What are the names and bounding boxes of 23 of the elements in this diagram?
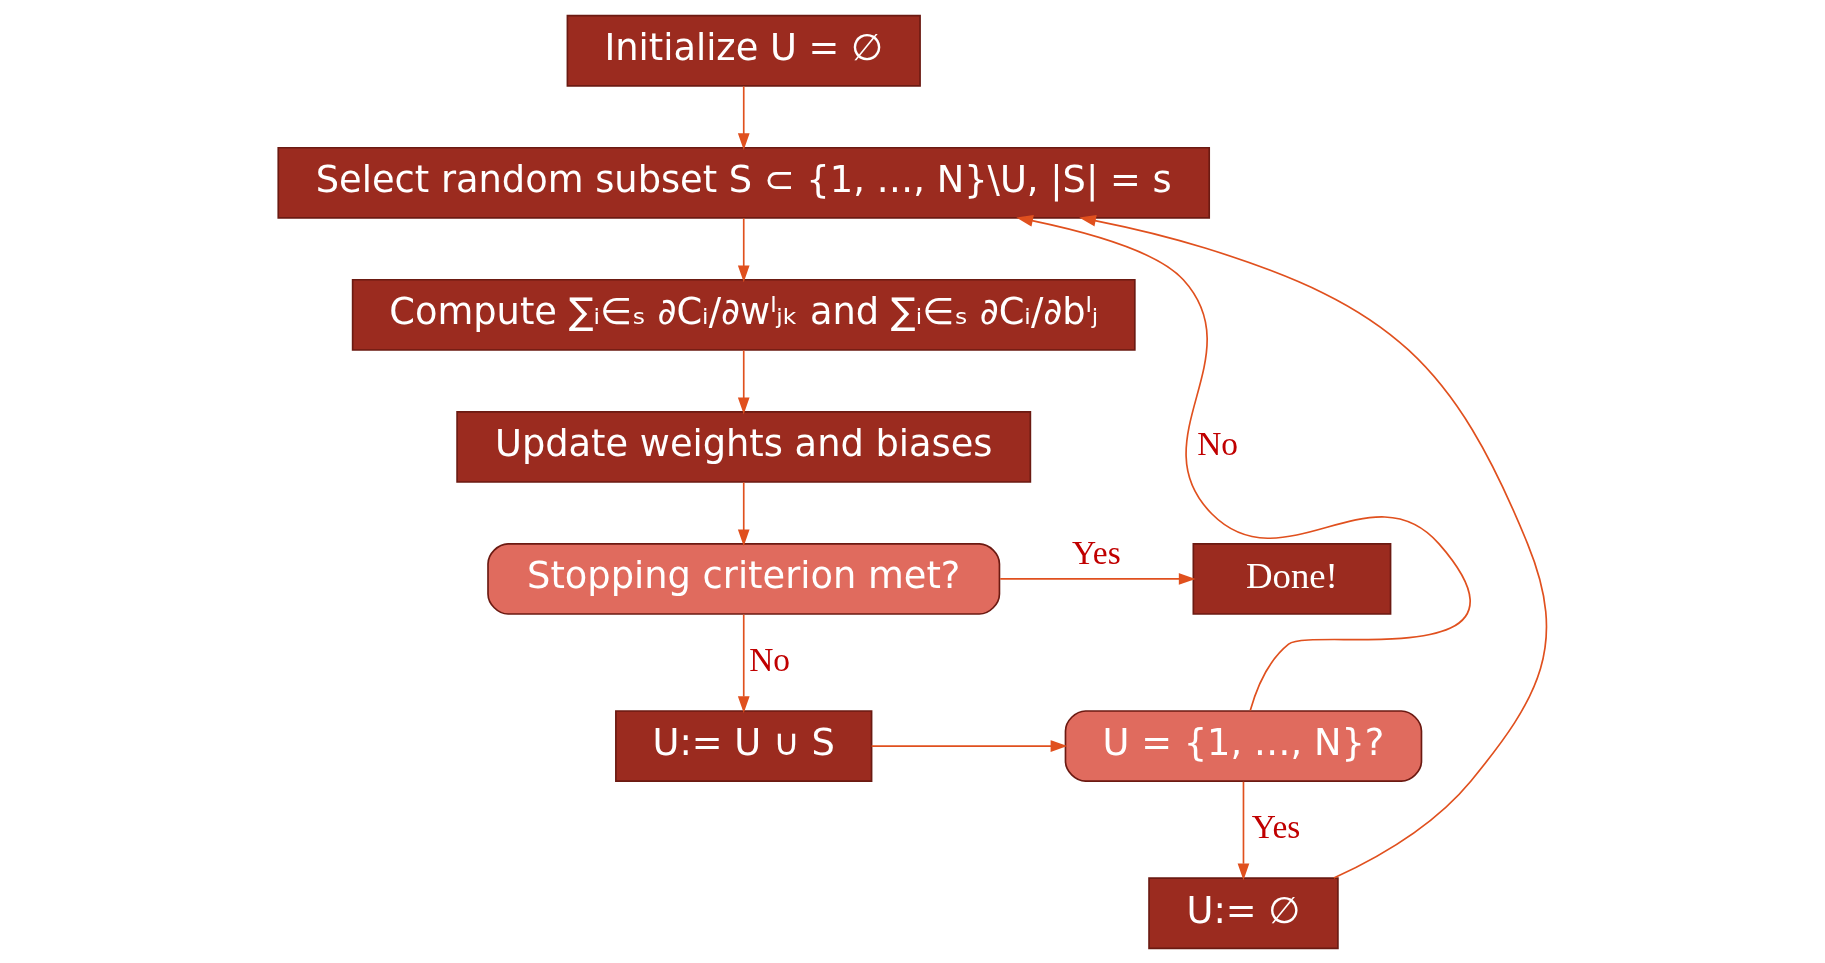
arrow <box>999 572 1196 585</box>
arrow <box>737 613 750 713</box>
node-box: Stopping criterion met? <box>487 542 1001 615</box>
node-box: Compute ∑ᵢ∈ₛ ∂Cᵢ/∂wˡⱼₖ and ∑ᵢ∈ₛ ∂Cᵢ/∂bˡⱼ <box>351 278 1136 351</box>
node-box: U:= ∅ <box>1148 876 1339 949</box>
arrow <box>737 349 750 414</box>
arrow <box>1079 214 1548 879</box>
edge-label: No <box>1197 424 1238 462</box>
arrow <box>870 739 1068 752</box>
node-box: Update weights and biases <box>456 410 1032 483</box>
node-box: U = {1, …, N}? <box>1064 709 1423 782</box>
arrow <box>1016 214 1471 711</box>
node-box: Select random subset S ⊂ {1, …, N}\U, |S| = s <box>277 146 1211 219</box>
edge-label: No <box>749 640 791 678</box>
node-box: Done! <box>1192 542 1392 615</box>
edge-label: Yes <box>1072 533 1121 571</box>
edge-label: Yes <box>1251 807 1301 845</box>
arrow <box>737 84 750 150</box>
arrow <box>1237 780 1250 880</box>
node-box: U:= U ∪ S <box>615 709 873 782</box>
arrow <box>737 481 750 546</box>
node-box: Initialize U = ∅ <box>566 14 921 87</box>
arrow <box>737 216 750 282</box>
